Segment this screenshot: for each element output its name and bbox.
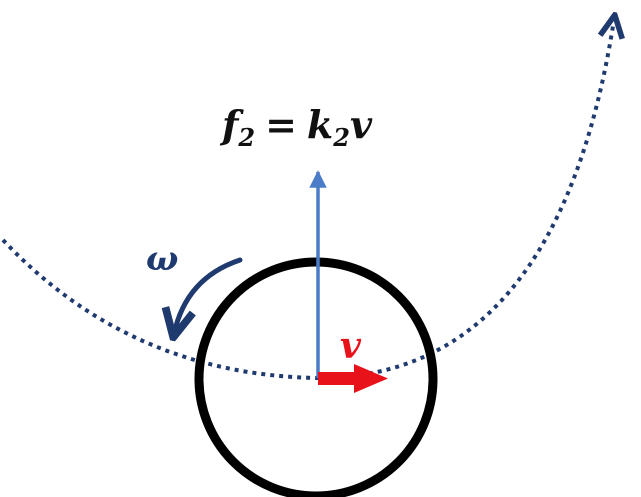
wheel-circle bbox=[194, 257, 438, 497]
omega-label: ω bbox=[146, 239, 178, 279]
velocity-arrow bbox=[318, 364, 388, 393]
velocity-label: v bbox=[340, 325, 362, 367]
force-equation-label: f2=k2v bbox=[219, 102, 373, 152]
trajectory-path bbox=[1, 26, 613, 381]
omega-rotation-arrow bbox=[174, 257, 243, 334]
